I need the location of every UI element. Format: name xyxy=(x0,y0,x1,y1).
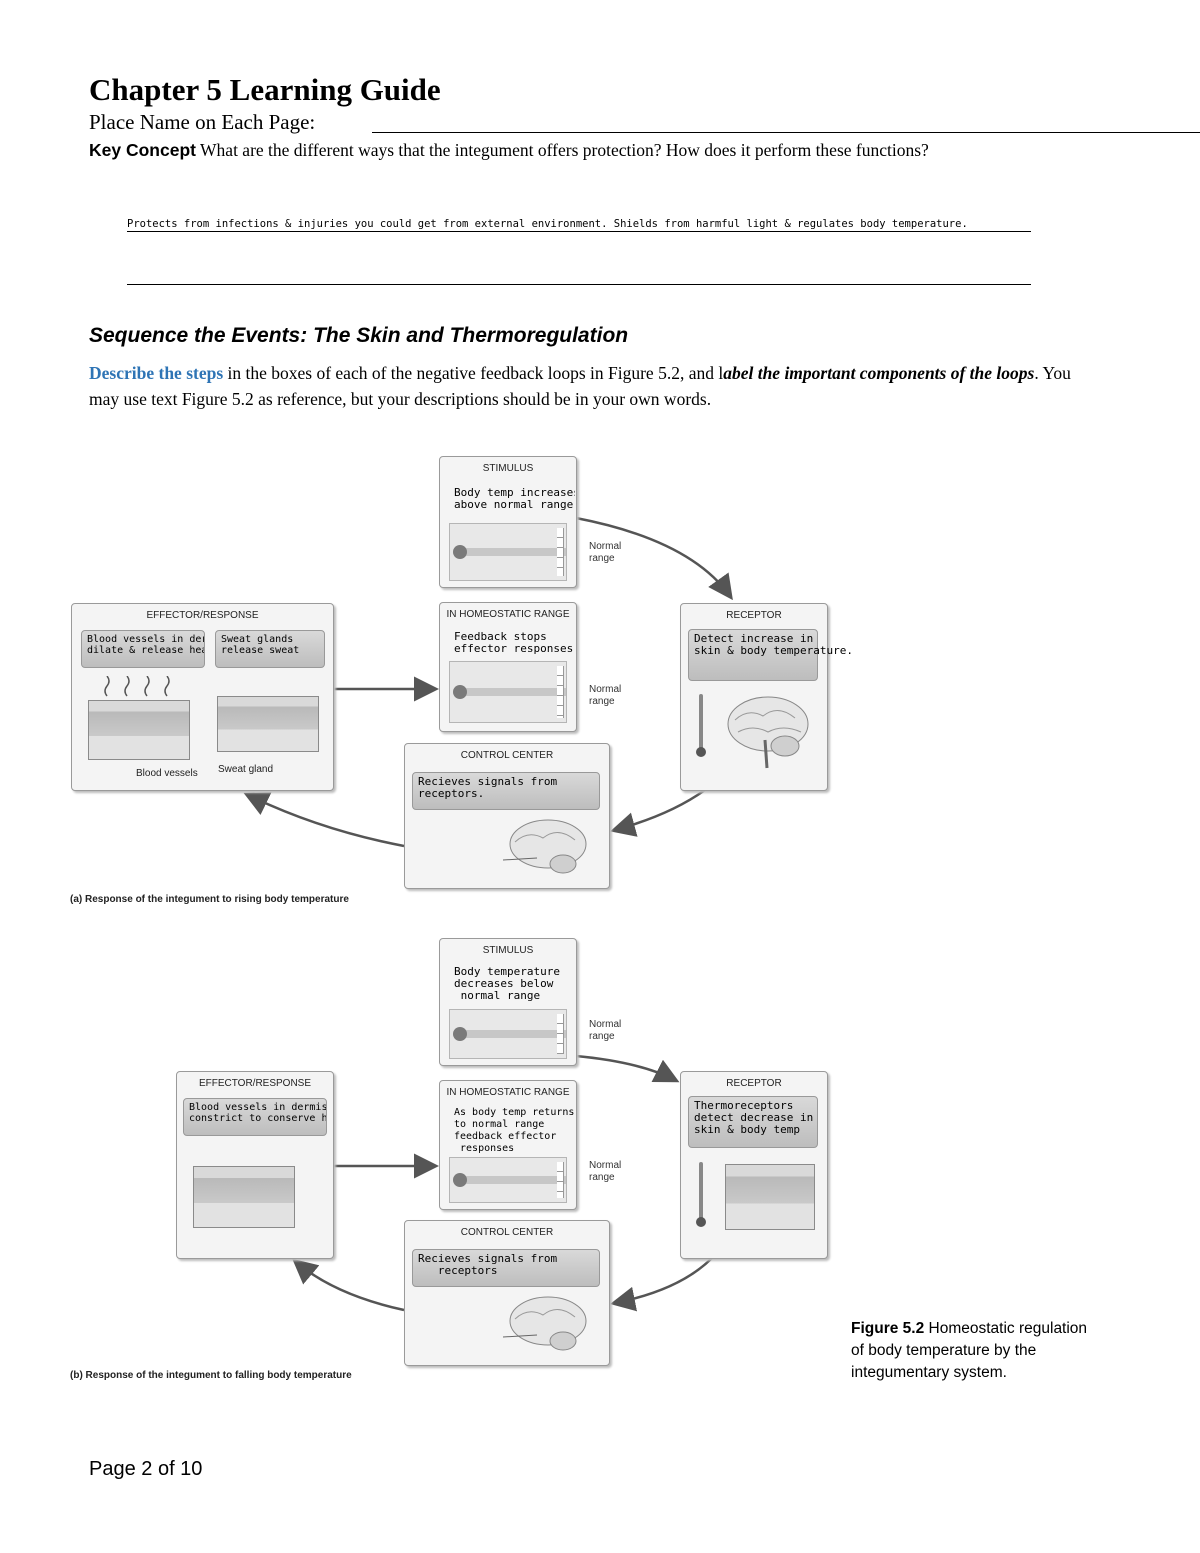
loop-b-control-note[interactable]: Recieves signals from receptors xyxy=(412,1249,600,1287)
loop-a-caption: (a) Response of the integument to rising… xyxy=(70,894,349,905)
loop-b-effector-note[interactable]: Blood vessels in dermis constrict to con… xyxy=(183,1098,327,1136)
figure-caption-label: Figure 5.2 xyxy=(851,1320,925,1337)
panel-heading: EFFECTOR/RESPONSE xyxy=(146,610,259,621)
answer-line-blank[interactable] xyxy=(127,284,1031,285)
key-concept-label: Key Concept xyxy=(89,140,196,160)
arrow-a-control-effector xyxy=(243,792,405,848)
loop-a-effector-panel: EFFECTOR/RESPONSE Blood vessels in dermi… xyxy=(71,603,334,791)
brain-icon xyxy=(503,819,587,874)
panel-heading: STIMULUS xyxy=(482,945,534,956)
key-concept: Key Concept What are the different ways … xyxy=(89,137,1049,163)
skin-cross-section-image xyxy=(193,1166,295,1228)
loop-b-control-panel: CONTROL CENTER Recieves signals from rec… xyxy=(404,1220,610,1366)
skin-receptor-image xyxy=(725,1164,815,1230)
loop-b-effector-panel: EFFECTOR/RESPONSE Blood vessels in dermi… xyxy=(176,1071,334,1259)
instr-end: . You may use text Figure 5.2 as referen… xyxy=(89,363,1071,409)
loop-a-effector-note-left[interactable]: Blood vessels in dermis dilate & release… xyxy=(81,630,205,668)
instr-label: abel the important components of the loo… xyxy=(723,363,1035,383)
figure-caption-text: Homeostatic regulation of body temperatu… xyxy=(851,1320,1088,1381)
arrow-b-receptor-control xyxy=(610,1257,713,1312)
loop-b-stimulus-panel: STIMULUS Body temperature decreases belo… xyxy=(439,938,577,1066)
panel-heading: RECEPTOR xyxy=(726,1078,782,1089)
place-name-line[interactable] xyxy=(372,132,1200,133)
label-blood-vessels: Blood vessels xyxy=(136,768,198,779)
panel-heading: IN HOMEOSTATIC RANGE xyxy=(446,1087,570,1098)
thermometer-icon xyxy=(696,694,706,757)
loop-a-receptor-panel: RECEPTOR Detect increase in skin & body … xyxy=(680,603,853,791)
loop-b-caption: (b) Response of the integument to fallin… xyxy=(70,1370,352,1381)
loop-a-stimulus-note[interactable]: Body temp increases above normal range. xyxy=(449,484,575,520)
loop-b-homeostatic-panel: IN HOMEOSTATIC RANGE As body temp return… xyxy=(439,1080,577,1210)
panel-heading: CONTROL CENTER xyxy=(460,1227,554,1238)
brain-icon xyxy=(727,696,809,769)
loop-b-homeostatic-note[interactable]: As body temp returns to normal range fee… xyxy=(449,1104,575,1156)
skin-cross-section-image xyxy=(88,700,190,760)
panel-heading: RECEPTOR xyxy=(726,610,782,621)
label-sweat-gland: Sweat gland xyxy=(218,764,274,775)
loop-a-effector-note-right[interactable]: Sweat glands release sweat xyxy=(215,630,325,668)
place-name-label: Place Name on Each Page: xyxy=(89,110,316,134)
section-title: Sequence the Events: The Skin and Thermo… xyxy=(89,324,629,347)
heat-waves-icon xyxy=(104,676,170,697)
instr-describe: Describe the steps xyxy=(89,363,224,383)
loop-a-stimulus-panel: STIMULUS Body temp increases above norma… xyxy=(439,456,577,588)
panel-heading: EFFECTOR/RESPONSE xyxy=(198,1078,312,1089)
loop-a-homeostatic-note[interactable]: Feedback stops effector responses xyxy=(449,628,575,658)
panel-heading: CONTROL CENTER xyxy=(460,750,554,761)
arrow-b-stimulus-receptor xyxy=(575,1054,680,1083)
loop-a-control-panel: CONTROL CENTER Recieves signals from rec… xyxy=(404,743,610,889)
thermometer-icon xyxy=(696,1162,706,1227)
page-title: Chapter 5 Learning Guide xyxy=(89,72,441,107)
loop-b-stimulus-note[interactable]: Body temperature decreases below normal … xyxy=(449,963,575,1007)
loop-a-homeostatic-panel: IN HOMEOSTATIC RANGE Feedback stops effe… xyxy=(439,602,577,732)
arrow-a-stimulus-receptor xyxy=(575,516,733,601)
panel-heading: STIMULUS xyxy=(482,463,534,474)
loop-a-control-note[interactable]: Recieves signals from receptors. xyxy=(412,772,600,810)
loop-b-receptor-panel: RECEPTOR Thermoreceptors detect decrease… xyxy=(680,1071,828,1259)
figure-caption: Figure 5.2 Homeostatic regulation of bod… xyxy=(851,1318,1101,1384)
key-concept-question: What are the different ways that the int… xyxy=(200,140,929,160)
loop-b-homeostatic-gauge xyxy=(449,1157,567,1203)
normal-range-label: Normal range xyxy=(589,1160,622,1183)
key-concept-answer[interactable]: Protects from infections & injuries you … xyxy=(127,218,1031,232)
section-instructions: Describe the steps in the boxes of each … xyxy=(89,360,1099,412)
sweat-gland-image xyxy=(217,696,319,752)
loop-a-receptor-note[interactable]: Detect increase in skin & body temperatu… xyxy=(688,629,853,681)
page-number: Page 2 of 10 xyxy=(89,1458,203,1480)
normal-range-label: Normal range xyxy=(589,1019,622,1042)
normal-range-label: Normal range xyxy=(589,541,622,564)
arrow-b-control-effector xyxy=(292,1258,405,1312)
panel-heading: IN HOMEOSTATIC RANGE xyxy=(446,609,570,620)
instr-mid: in the boxes of each of the negative fee… xyxy=(223,363,724,383)
brain-icon xyxy=(503,1296,587,1351)
arrow-a-receptor-control xyxy=(610,788,706,837)
normal-range-label: Normal range xyxy=(589,684,622,707)
loop-b-stimulus-gauge xyxy=(449,1009,567,1059)
loop-a-stimulus-gauge xyxy=(449,523,567,581)
loop-a-homeostatic-gauge xyxy=(449,661,567,723)
loop-b-receptor-note[interactable]: Thermoreceptors detect decrease in skin … xyxy=(688,1096,818,1148)
